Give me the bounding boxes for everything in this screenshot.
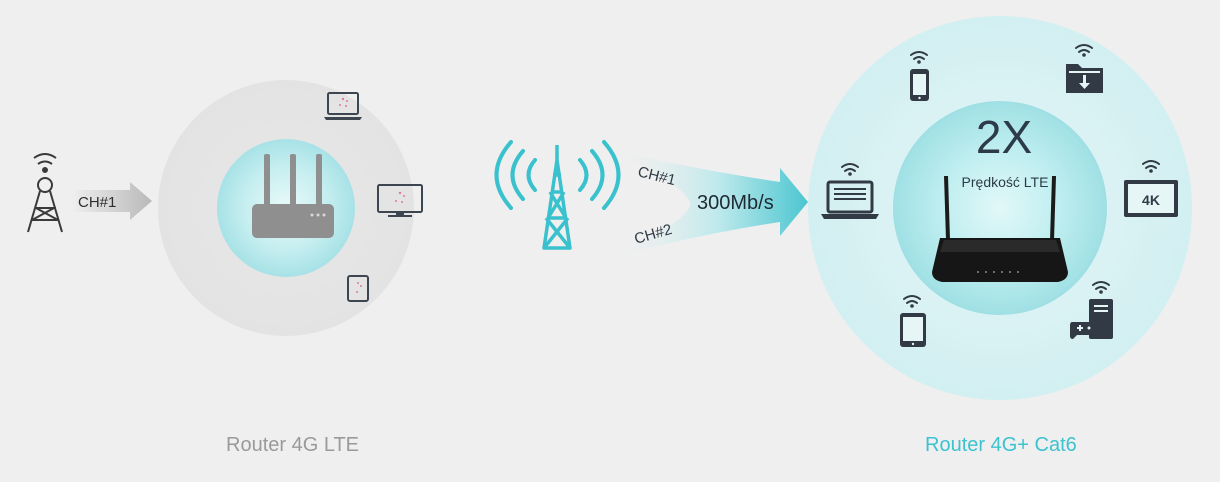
right-router-caption: Router 4G+ Cat6 bbox=[925, 434, 1077, 456]
right-router-icon bbox=[932, 176, 1068, 282]
middle-speed-label: 300Mb/s bbox=[697, 192, 774, 214]
left-cell-tower-icon bbox=[27, 153, 63, 233]
right-4k-tv-icon: 4K bbox=[1124, 160, 1178, 217]
left-router-icon bbox=[252, 154, 334, 238]
left-channel-label: CH#1 bbox=[78, 194, 116, 211]
speed-subtitle: Prędkość LTE bbox=[962, 174, 1049, 190]
left-laptop-icon bbox=[324, 92, 362, 120]
right-phone-icon bbox=[910, 51, 929, 101]
left-channel-arrow bbox=[72, 182, 152, 220]
right-game-console-icon bbox=[1070, 281, 1113, 339]
right-laptop-icon bbox=[821, 163, 879, 219]
tv-4k-badge: 4K bbox=[1142, 192, 1160, 208]
speed-multiplier: 2X bbox=[976, 111, 1032, 163]
middle-signal-tower-icon bbox=[494, 140, 621, 250]
right-folder-download-icon bbox=[1066, 44, 1103, 93]
right-tablet-icon bbox=[900, 295, 926, 347]
left-monitor-icon bbox=[377, 184, 423, 217]
left-tablet-icon bbox=[347, 275, 369, 302]
left-router-caption: Router 4G LTE bbox=[226, 434, 360, 456]
middle-aggregation-beam bbox=[610, 150, 808, 258]
